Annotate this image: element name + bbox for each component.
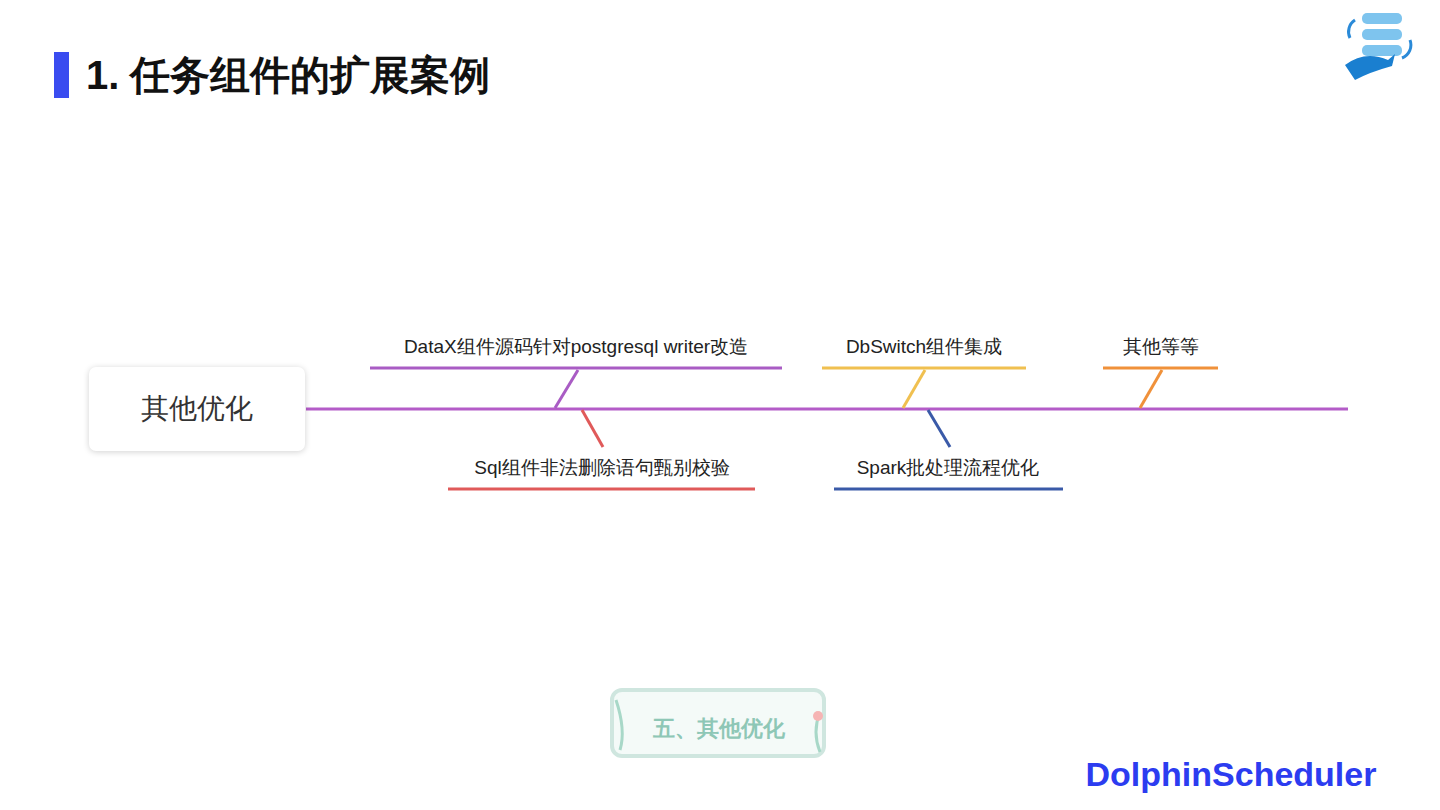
branch-line xyxy=(555,370,578,408)
watermark-frame xyxy=(612,690,824,756)
root-box: 其他优化 xyxy=(89,367,305,451)
branch-label: Sql组件非法删除语句甄别校验 xyxy=(474,455,729,481)
spine-line xyxy=(306,408,1348,411)
branch-underline xyxy=(448,488,755,491)
branch-label: DbSwitch组件集成 xyxy=(846,334,1002,360)
branch-line xyxy=(928,410,950,447)
branch-underline xyxy=(370,367,782,370)
branch-label: 其他等等 xyxy=(1123,334,1199,360)
branch-underline xyxy=(1103,367,1218,370)
branch-line xyxy=(1140,370,1162,408)
title-bar xyxy=(54,52,69,98)
watermark: 五、其他优化 xyxy=(653,714,785,744)
branch-line xyxy=(582,410,603,447)
title: 1. 任务组件的扩展案例 xyxy=(86,48,490,103)
branch-label: Spark批处理流程优化 xyxy=(857,455,1040,481)
branch-label: DataX组件源码针对postgresql writer改造 xyxy=(404,334,748,360)
logo-icon xyxy=(1345,13,1411,80)
branch-underline xyxy=(834,488,1063,491)
box-text: 其他优化 xyxy=(141,390,253,428)
branch-line xyxy=(903,370,925,408)
branch-underline xyxy=(822,367,1026,370)
brand-logo-text: DolphinScheduler xyxy=(1086,755,1377,794)
